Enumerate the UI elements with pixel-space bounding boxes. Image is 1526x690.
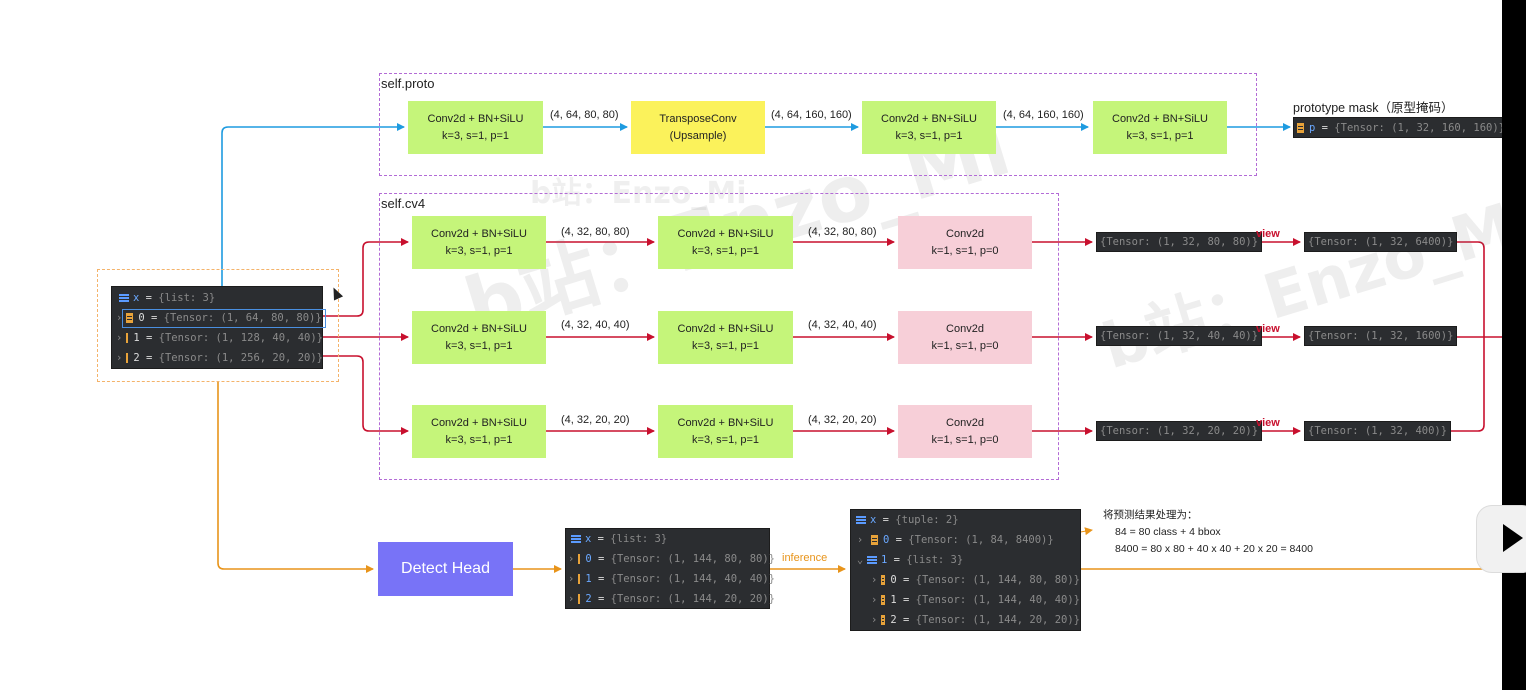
tuple-header[interactable]: x = {tuple: 2} [851,510,1080,530]
play-icon[interactable] [1503,524,1523,552]
tuple-item-1[interactable]: ⌄1 = {list: 3} [851,550,1080,570]
wire-input-to-proto [221,123,405,306]
note-line-2: 8400 = 80 x 80 + 40 x 40 + 20 x 20 = 840… [1115,543,1313,555]
cv4-row2-edge-1: (4, 32, 40, 40) [561,319,630,331]
cv4-row1-view: view [1256,228,1280,240]
detect-head-block: Detect Head [378,542,513,596]
cv4-row1-view-out: {Tensor: (1, 32, 6400)} [1304,232,1458,252]
variable-icon [881,575,886,585]
group-label-cv4: self.cv4 [381,196,426,211]
proto-edge-1: (4, 64, 80, 80) [550,109,619,121]
cv4-row3-edge-1: (4, 32, 20, 20) [561,414,630,426]
input-item-0[interactable]: ›0 = {Tensor: (1, 64, 80, 80)} [112,308,326,328]
tuple-sub-item-1[interactable]: ›1 = {Tensor: (1, 144, 40, 40)} [871,594,1080,606]
cv4-row2-view-out: {Tensor: (1, 32, 1600)} [1304,326,1458,346]
tuple-output-panel: x = {tuple: 2} ›0 = {Tensor: (1, 84, 840… [850,509,1081,631]
cv4-row2-edge-2: (4, 32, 40, 40) [808,319,877,331]
cv4-row2-out: {Tensor: (1, 32, 40, 40)} [1096,326,1263,346]
group-input [97,269,339,382]
input-debug-panel: x = {list: 3} ›0 = {Tensor: (1, 64, 80, … [111,286,326,369]
chevron-right-icon[interactable]: › [116,312,123,324]
prototype-mask-title: prototype mask（原型掩码） [1293,101,1454,115]
group-self-cv4 [379,193,1059,480]
group-self-proto [379,73,1257,176]
proto-transpose-conv: TransposeConv(Upsample) [631,101,765,154]
cv4-row3-view: view [1256,417,1280,429]
group-label-proto: self.proto [381,76,435,91]
chevron-right-icon[interactable]: › [871,614,878,626]
detect-out-item-2[interactable]: ›2 = {Tensor: (1, 144, 20, 20)} [568,593,775,605]
proto-edge-3: (4, 64, 160, 160) [1003,109,1084,121]
input-header[interactable]: x = {list: 3} [112,288,322,308]
cv4-row1-edge-2: (4, 32, 80, 80) [808,226,877,238]
detect-output-panel: x = {list: 3} ›0 = {Tensor: (1, 144, 80,… [565,528,775,609]
variable-icon [578,554,581,564]
inference-label: inference [782,552,828,564]
note-title: 将预测结果处理为： [1103,509,1198,521]
variable-icon [126,313,134,323]
tuple-sub-item-0[interactable]: ›0 = {Tensor: (1, 144, 80, 80)} [871,574,1080,586]
cv4-row1-edge-1: (4, 32, 80, 80) [561,226,630,238]
chevron-right-icon[interactable]: › [116,352,123,364]
input-item-1[interactable]: ›1 = {Tensor: (1, 128, 40, 40)} [116,332,323,344]
detect-out-item-1[interactable]: ›1 = {Tensor: (1, 144, 40, 40)} [568,573,775,585]
tuple-item-0[interactable]: ›0 = {Tensor: (1, 84, 8400)} [851,530,1080,550]
chevron-right-icon[interactable]: › [856,534,864,546]
variable-icon [126,333,129,343]
wire-x0-to-cv4-row1 [316,238,409,317]
cv4-row1-out: {Tensor: (1, 32, 80, 80)} [1096,232,1263,252]
list-icon [867,556,877,564]
note-line-1: 84 = 80 class + 4 bbox [1115,526,1221,538]
chevron-right-icon[interactable]: › [116,332,123,344]
cv4-row2-view: view [1256,323,1280,335]
list-icon [856,516,866,524]
variable-icon [881,615,886,625]
proto-edge-2: (4, 64, 160, 160) [771,109,852,121]
chevron-right-icon[interactable]: › [568,573,575,585]
chevron-right-icon[interactable]: › [871,594,878,606]
list-icon [571,535,581,543]
variable-icon [1297,122,1304,133]
video-right-edge [1502,0,1526,690]
chevron-right-icon[interactable]: › [568,553,575,565]
list-icon [119,294,129,302]
chevron-right-icon[interactable]: › [568,593,575,605]
chevron-down-icon[interactable]: ⌄ [856,554,864,566]
cv4-row3-edge-2: (4, 32, 20, 20) [808,414,877,426]
variable-icon [871,535,878,545]
detect-out-header[interactable]: x = {list: 3} [566,529,769,549]
input-item-2[interactable]: ›2 = {Tensor: (1, 256, 20, 20)} [116,352,323,364]
chevron-right-icon[interactable]: › [871,574,878,586]
cv4-row3-view-out: {Tensor: (1, 32, 400)} [1304,421,1452,441]
cv4-row3-out: {Tensor: (1, 32, 20, 20)} [1096,421,1263,441]
wire-x2-to-cv4-row3 [316,355,409,435]
variable-icon [578,574,581,584]
prototype-mask-value: p = {Tensor: (1, 32, 160, 160)} [1293,117,1509,138]
tuple-sub-item-2[interactable]: ›2 = {Tensor: (1, 144, 20, 20)} [871,614,1080,626]
detect-out-item-0[interactable]: ›0 = {Tensor: (1, 144, 80, 80)} [568,553,775,565]
variable-icon [881,595,886,605]
wire-input-to-detect [217,381,374,573]
variable-icon [578,594,581,604]
variable-icon [126,353,129,363]
